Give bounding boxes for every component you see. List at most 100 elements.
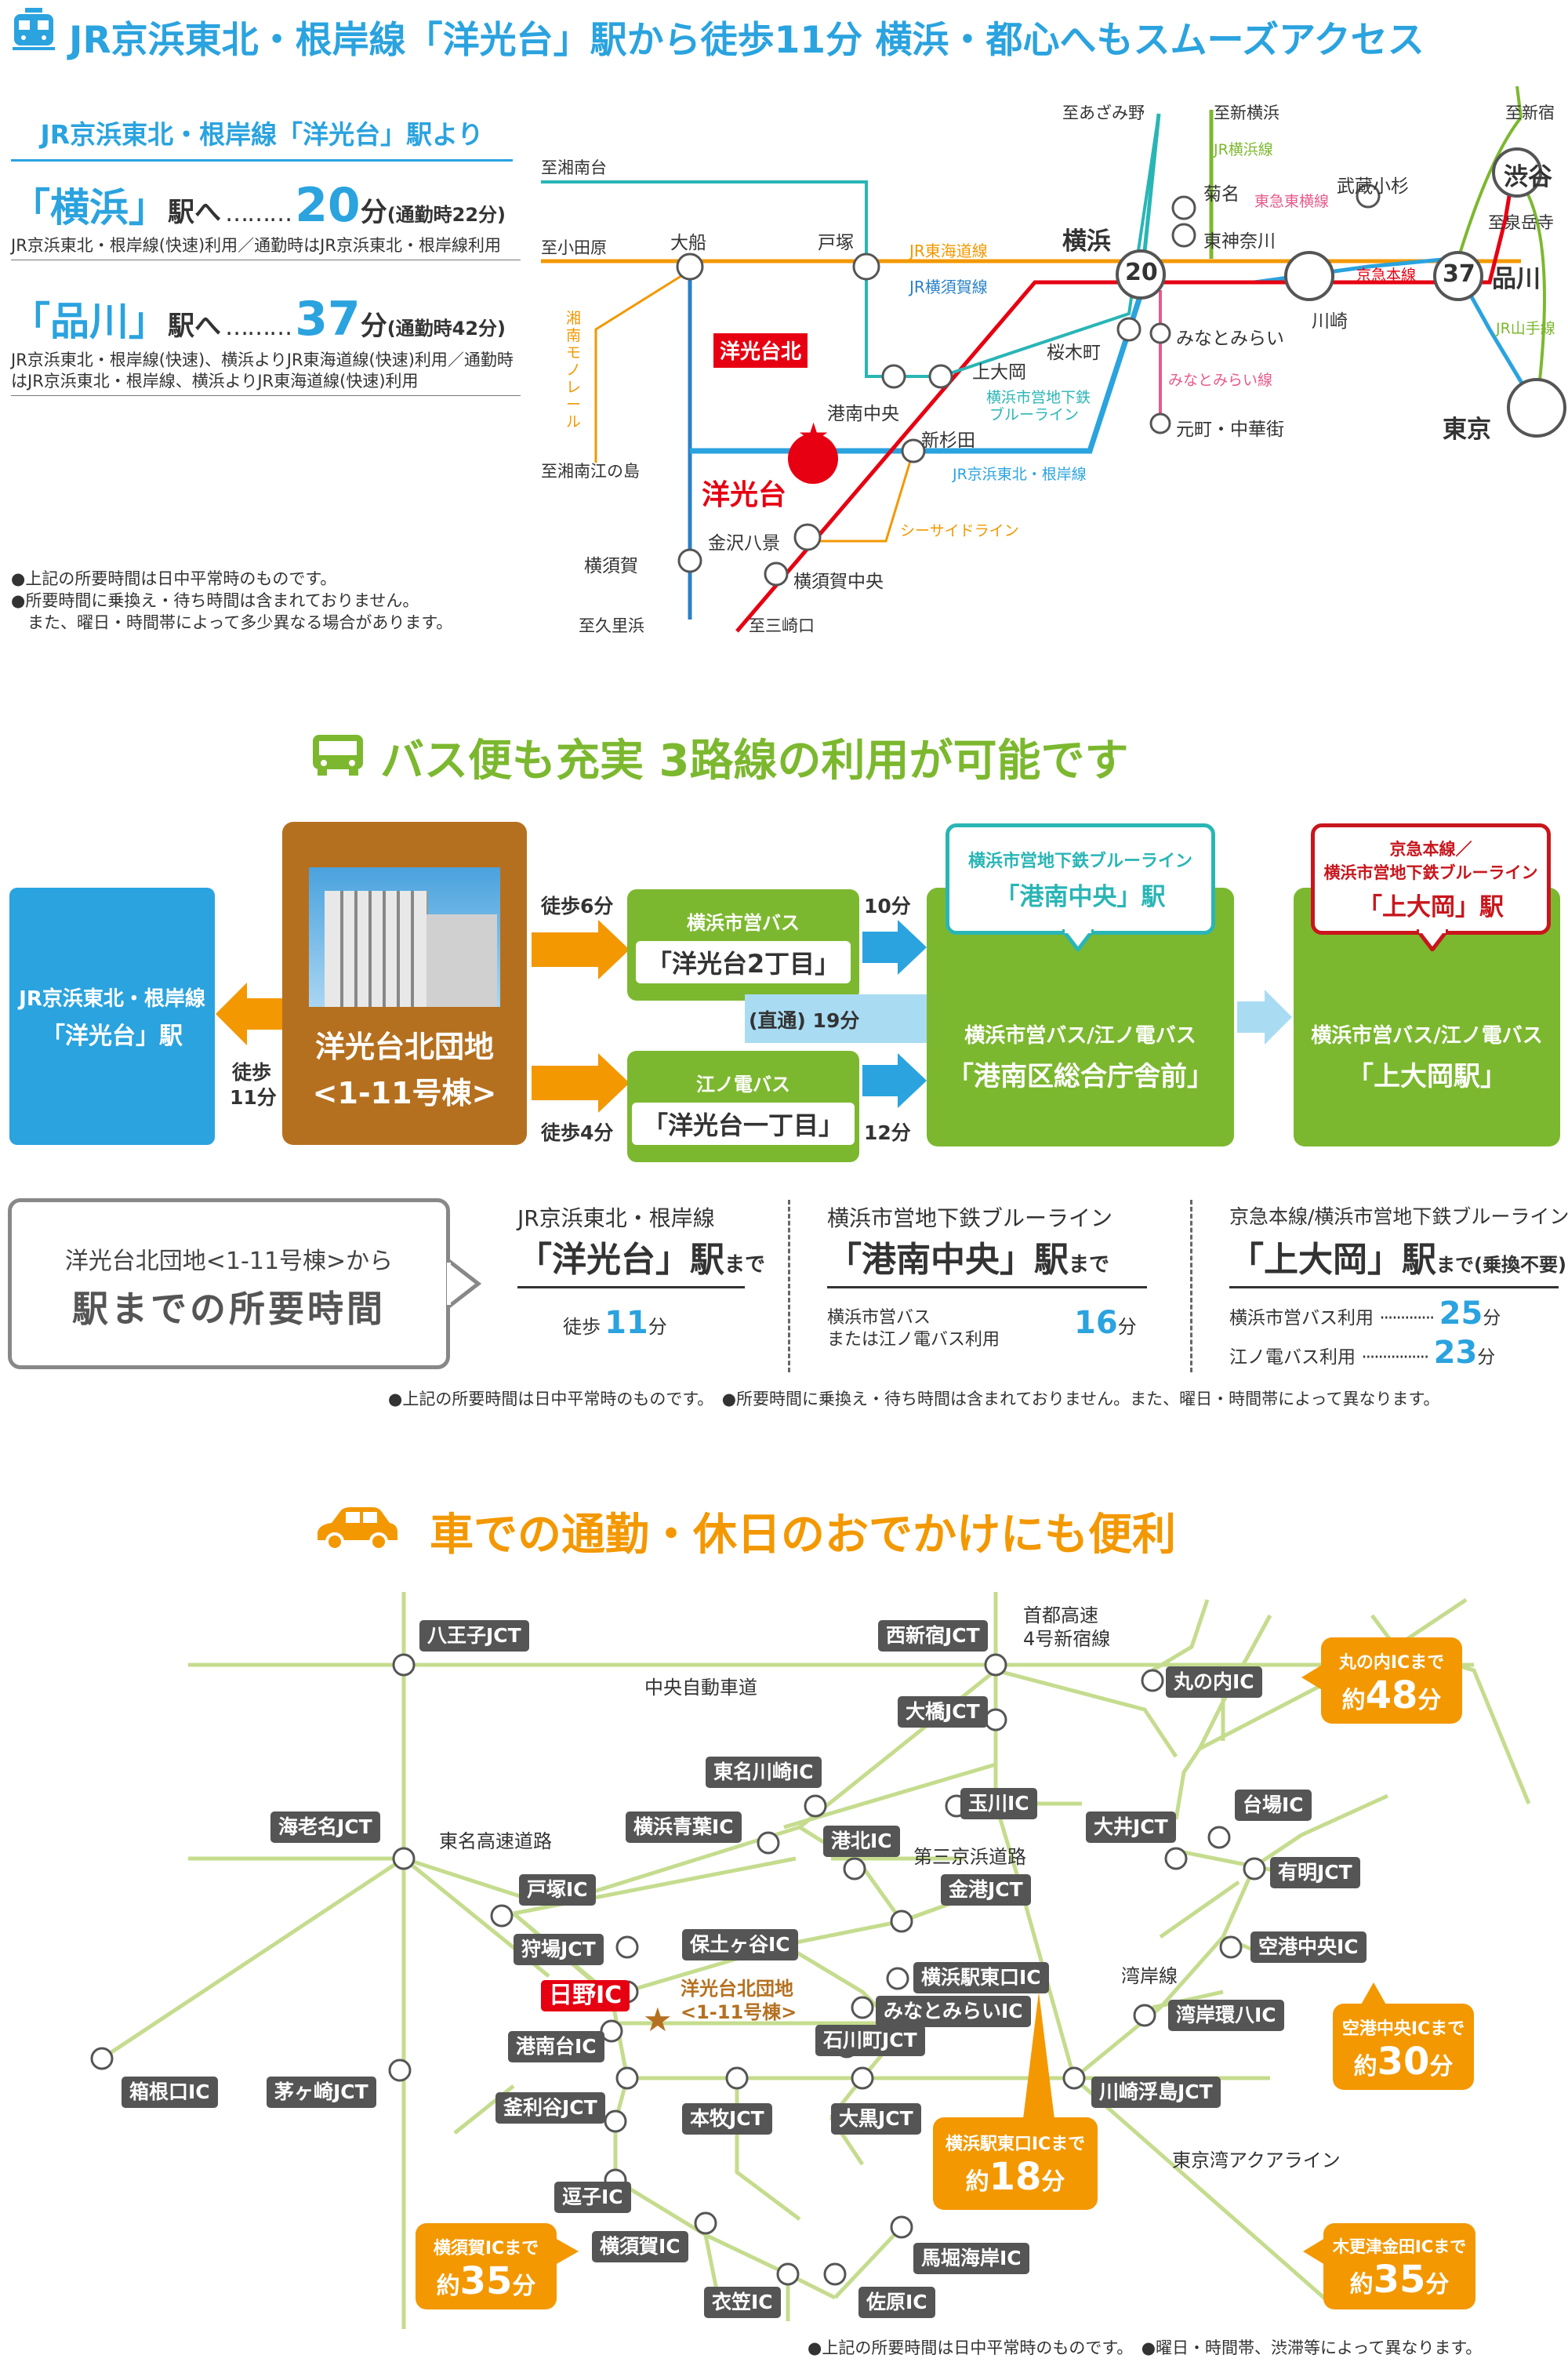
ic-kinugasa: 衣笠IC [704, 2287, 781, 2318]
ic-daiba: 台場IC [1235, 1790, 1312, 1821]
st-minatomirai: みなとみらい [1176, 329, 1284, 349]
line-keikyu: 京急本線 [1356, 267, 1417, 284]
bubble-yokosuka-time: 約35分 [416, 2259, 557, 2303]
road-chuo: 中央自動車道 [644, 1677, 757, 1699]
ic-ebina: 海老名JCT [270, 1811, 380, 1843]
kamiooka-callout-line1: 京急本線／ [1389, 839, 1472, 859]
col2-station: 「港南中央」駅まで [827, 1231, 1109, 1281]
bubble-kisarazu: 木更津金田ICまで 約35分 [1323, 2223, 1475, 2309]
home-name-1: 洋光台北団地 [314, 1030, 494, 1064]
line-yamanote: JR山手線 [1496, 320, 1555, 337]
svg-text:★: ★ [797, 415, 829, 457]
ic-konandai: 港南台IC [508, 2031, 604, 2062]
arrow-to-kamiooka [1237, 990, 1292, 1045]
kamiooka-operator: 横浜市営バス/江ノ電バス [1311, 1024, 1543, 1048]
st-totsuka: 戸塚 [818, 233, 854, 253]
st-yokosukachuo: 横須賀中央 [793, 572, 884, 592]
bubble-prefix: 約 [1353, 2053, 1377, 2080]
walk-jr-label-2: 11分 [230, 1086, 277, 1109]
bubble-yokohamaeast-label: 横浜駅東口ICまで [945, 2135, 1086, 2154]
section3-title: 車での通勤・休日のおでかけにも便利 [430, 1510, 1176, 1561]
divider-1 [788, 1200, 790, 1372]
col3-made: まで(乗換不要) [1436, 1254, 1566, 1276]
bubble-marunouchi-time: 約48分 [1321, 1673, 1462, 1717]
col1-station-name: 「洋光台」駅 [517, 1240, 724, 1280]
dest-yokohama-rush: (通勤時22分) [387, 204, 506, 226]
ic-mabori: 馬堀海岸IC [913, 2243, 1029, 2274]
bus1-operator: 横浜市営バス [687, 911, 800, 934]
konan-operator: 横浜市営バス/江ノ電バス [964, 1024, 1196, 1048]
ic-yokosuka: 横須賀IC [592, 2231, 688, 2262]
col3-row1-minutes: 25 [1439, 1295, 1483, 1332]
ic-sawara: 佐原IC [858, 2287, 935, 2318]
col3-row1: 横浜市営バス利用 ············· 25分 [1229, 1295, 1501, 1332]
st-kanazawahakkei: 金沢八景 [708, 533, 780, 554]
st-higashikanagawa: 東神奈川 [1203, 231, 1276, 252]
ic-ariake: 有明JCT [1270, 1857, 1360, 1888]
arrow-to-jr [216, 983, 282, 1045]
dest-dots: ……… [225, 200, 292, 227]
st-motomachi: 元町・中華街 [1176, 420, 1284, 440]
col2-made: まで [1069, 1253, 1110, 1277]
summary-line-1: 洋光台北団地<1-11号棟>から [64, 1248, 394, 1275]
st-konanchuo: 港南中央 [827, 404, 899, 424]
s1-note-1: ●上記の所要時間は日中平常時のものです。 [11, 569, 337, 588]
ic-chigasaki: 茅ヶ崎JCT [267, 2077, 376, 2108]
bubble-yokosuka: 横須賀ICまで 約35分 [416, 2223, 557, 2309]
bubble-yokohamaeast-minutes: 18 [989, 2155, 1042, 2199]
road-daisan: 第三京浜道路 [913, 1846, 1026, 1868]
ic-hodogaya: 保土ヶ谷IC [682, 1929, 798, 1960]
line-minatomirai: みなとみらい線 [1168, 372, 1273, 389]
ic-kamariya: 釜利谷JCT [495, 2092, 605, 2124]
line-yokosuka: JR横須賀線 [909, 278, 988, 296]
bubble-yokosuka-label: 横須賀ICまで [433, 2239, 539, 2258]
dest-unit: 分 [360, 311, 387, 342]
divider-2 [1190, 1200, 1192, 1372]
dest-unit: 分 [360, 197, 387, 228]
min10-label: 10分 [864, 895, 911, 918]
ic-nishishinjuku: 西新宿JCT [878, 1620, 988, 1652]
ic-wanganfunsen: 湾岸環八IC [1168, 2000, 1284, 2031]
dest-shinagawa-desc: JR京浜東北・根岸線(快速)、横浜よりJR東海道線(快速)利用／通勤時はJR京浜… [11, 350, 521, 396]
section2-title: バス便も充実 3路線の利用が可能です [380, 736, 1129, 787]
st-kawasaki: 川崎 [1312, 311, 1348, 332]
dir-odawara: 至小田原 [541, 238, 607, 257]
bubble-prefix: 約 [436, 2273, 460, 2300]
konan-callout-line: 横浜市営地下鉄ブルーライン [967, 851, 1192, 871]
walk-jr-label-1: 徒歩 [232, 1061, 272, 1084]
ic-kariba: 狩場JCT [514, 1934, 604, 1965]
kamiooka-stop: 「上大岡駅」 [1347, 1061, 1507, 1092]
ic-totsuka: 戸塚IC [519, 1874, 596, 1906]
col1-minutes: 11 [604, 1305, 648, 1341]
ic-hino: 日野IC [541, 1980, 630, 2011]
svg-text:★: ★ [643, 2000, 673, 2039]
st-tokyo: 東京 [1443, 416, 1491, 444]
bubble-kuko: 空港中央ICまで 約30分 [1333, 2004, 1474, 2090]
col3-row2-unit: 分 [1477, 1347, 1496, 1368]
ic-marunouchi: 丸の内IC [1166, 1666, 1262, 1698]
ic-oi: 大井JCT [1086, 1811, 1176, 1843]
road-tomei: 東名高速道路 [439, 1830, 552, 1852]
ic-minatomirai: みなとみらいIC [876, 1996, 1031, 2027]
jr-box-station: 「洋光台」駅 [42, 1022, 183, 1050]
col3-station: 「上大岡」駅まで(乗換不要) [1229, 1231, 1566, 1281]
col1-made: まで [724, 1253, 766, 1277]
summary-line-2: 駅までの所要時間 [72, 1288, 386, 1330]
home-marker-label-2: <1-11号棟> [681, 2001, 797, 2023]
ic-daikoku: 大黒JCT [831, 2103, 921, 2135]
konan-callout-station: 「港南中央」駅 [995, 882, 1166, 911]
col1-station: 「洋光台」駅まで [517, 1231, 765, 1281]
bus1-stop: 「洋光台2丁目」 [635, 940, 851, 983]
st-kamiooka: 上大岡 [972, 362, 1026, 383]
bubble-kisarazu-label: 木更津金田ICまで [1332, 2237, 1467, 2256]
dest-yokohama-minutes: 20 [295, 178, 361, 233]
dir-kurihama: 至久里浜 [579, 616, 644, 635]
walk4-label: 徒歩4分 [541, 1121, 614, 1144]
st-musashikosugi: 武蔵小杉 [1337, 176, 1409, 197]
ic-zushi: 逗子IC [554, 2182, 631, 2213]
bubble-unit: 分 [1425, 2271, 1450, 2298]
home-box: 洋光台北団地 <1-11号棟> [282, 822, 527, 1145]
col2-label-1: 横浜市営バス [827, 1308, 931, 1328]
bubble-yokohamaeast: 横浜駅東口ICまで 約18分 [933, 2117, 1098, 2210]
dir-shinyokohama: 至新横浜 [1214, 104, 1279, 122]
